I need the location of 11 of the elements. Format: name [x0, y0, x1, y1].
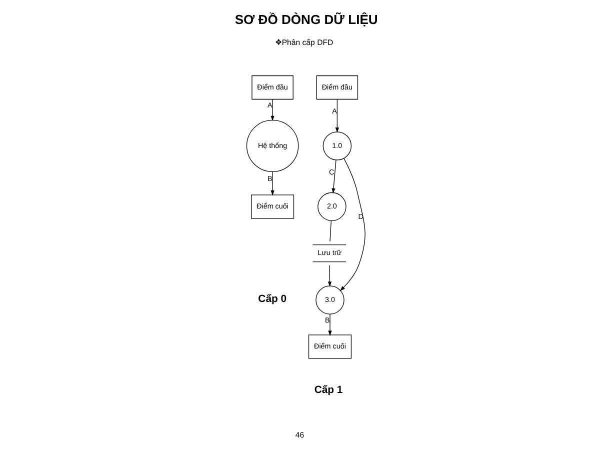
arrow: [335, 99, 339, 133]
arrow: [328, 264, 332, 287]
diagram-title: SƠ ĐỒ DÒNG DỮ LIỆU: [234, 12, 378, 28]
arrow: [332, 160, 336, 194]
arrow: [328, 314, 332, 336]
arrow: [270, 99, 274, 122]
arrow: [270, 171, 274, 196]
label: Cấp 0: [258, 294, 287, 305]
arrow: [340, 158, 366, 292]
label: Cấp 1: [314, 384, 343, 396]
connector: [330, 220, 332, 242]
